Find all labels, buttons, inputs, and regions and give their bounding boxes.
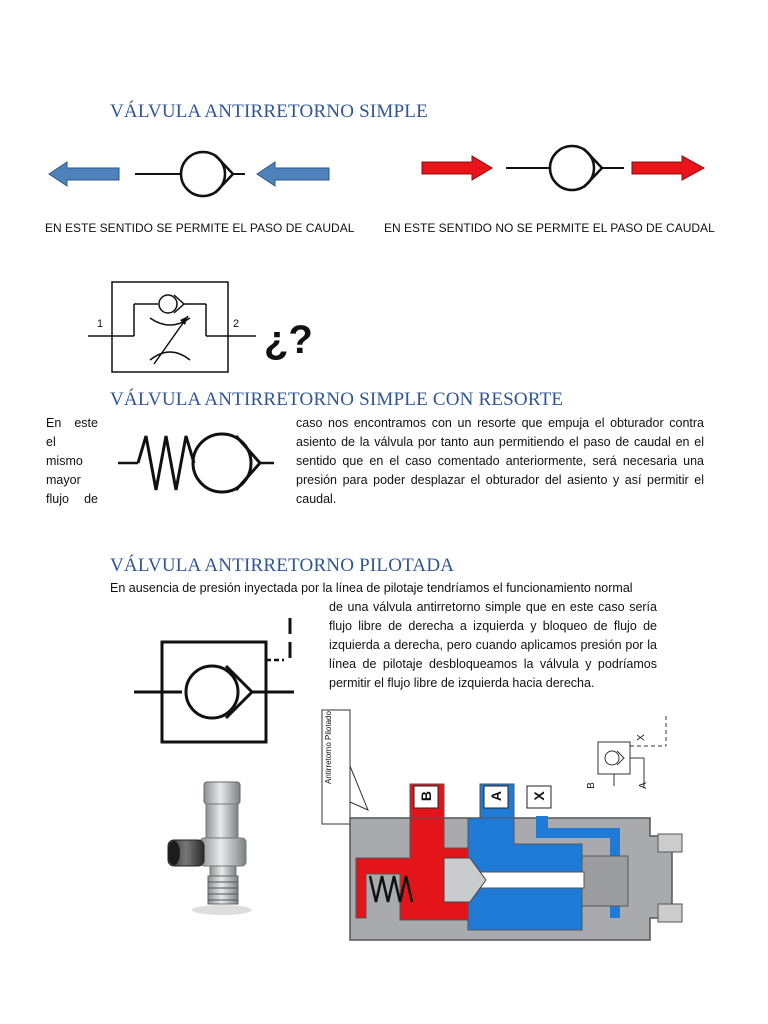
mini-b-label: B — [585, 782, 597, 789]
throttle-check-valve-symbol — [88, 281, 256, 373]
pilot-check-valve-symbol — [134, 618, 294, 744]
port-2-label: 2 — [233, 318, 240, 330]
check-valve-deny-diagram — [421, 144, 706, 192]
blue-arrow-left-2-icon — [256, 161, 330, 187]
port-1-label: 1 — [97, 318, 104, 330]
pilot-check-valve-cutaway — [321, 709, 683, 941]
check-ball — [179, 150, 227, 198]
left-word-row-3: mismo — [46, 454, 83, 468]
spring-check-valve-symbol — [118, 432, 274, 494]
section2-title: VÁLVULA ANTIRRETORNO SIMPLE CON RESORTE — [110, 389, 564, 410]
check-valve-allow-diagram — [48, 150, 330, 198]
check-valve-fitting-image — [167, 781, 252, 915]
left-word-row-4: mayor — [46, 473, 81, 487]
port-b-label: B — [418, 790, 434, 802]
red-arrow-right-1-icon — [421, 155, 493, 181]
red-arrow-right-2-icon — [631, 155, 706, 181]
question-mark: ¿? — [264, 318, 313, 362]
caption-allow: EN ESTE SENTIDO SE PERMITE EL PASO DE CA… — [45, 221, 355, 235]
port-a-label: A — [488, 790, 504, 802]
section3-title: VÁLVULA ANTIRRETORNO PILOTADA — [110, 555, 455, 576]
pilot-first-line: En ausencia de presión inyectada por la … — [110, 581, 633, 595]
blue-arrow-left-1-icon — [48, 161, 120, 187]
mini-x-label: X — [635, 734, 647, 741]
left-word-row-2: el — [46, 435, 56, 449]
cutaway-label: Antirretorno Pilotado — [324, 711, 344, 784]
mini-a-label: A — [637, 782, 649, 789]
spring-icon — [136, 435, 196, 491]
spring-paragraph: caso nos encontramos con un resorte que … — [296, 416, 704, 506]
pilot-paragraph: de una válvula antirretorno simple que e… — [329, 600, 657, 690]
caption-deny: EN ESTE SENTIDO NO SE PERMITE EL PASO DE… — [384, 221, 715, 235]
section1-title: VÁLVULA ANTIRRETORNO SIMPLE — [110, 101, 428, 122]
port-x-label: X — [531, 791, 547, 801]
